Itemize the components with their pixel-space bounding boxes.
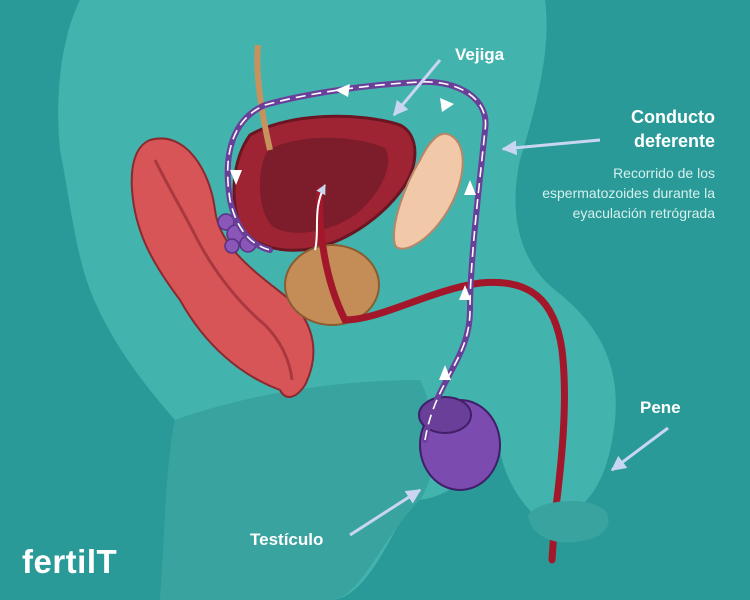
flow-path-up	[314, 184, 326, 251]
label-pene: Pene	[640, 398, 681, 417]
ureter	[254, 44, 273, 151]
label-vejiga: Vejiga	[455, 45, 505, 64]
fertilt-logo: fertilT	[22, 543, 118, 580]
flow-arrow	[464, 180, 476, 195]
pointer-arrow-conducto	[501, 138, 601, 156]
flow-arrows	[230, 84, 476, 380]
pointer-arrow-vejiga	[392, 59, 442, 117]
label-conducto-deferente: Conducto deferente	[560, 105, 715, 153]
rectum-inner-fold	[153, 159, 294, 381]
penis-glans	[528, 501, 609, 543]
flow-arrow	[440, 98, 454, 112]
flow-arrow	[459, 285, 471, 300]
label-conducto-line1: Conducto	[631, 107, 715, 127]
flow-arrow	[439, 365, 451, 380]
pointer-arrow-testiculo	[349, 488, 422, 537]
vas-deferens-highlight	[226, 81, 487, 441]
leg-shadow	[160, 380, 435, 600]
label-description: Recorrido de los espermatozoides durante…	[542, 165, 715, 221]
flow-arrow	[230, 170, 242, 185]
pubic-bone	[393, 132, 464, 250]
label-testiculo: Testículo	[250, 530, 324, 549]
urethra	[316, 186, 568, 564]
label-conducto-line2: deferente	[633, 131, 715, 151]
pointer-arrow-pene	[610, 426, 669, 472]
pointer-arrows	[349, 59, 669, 537]
flow-arrow	[335, 84, 350, 97]
